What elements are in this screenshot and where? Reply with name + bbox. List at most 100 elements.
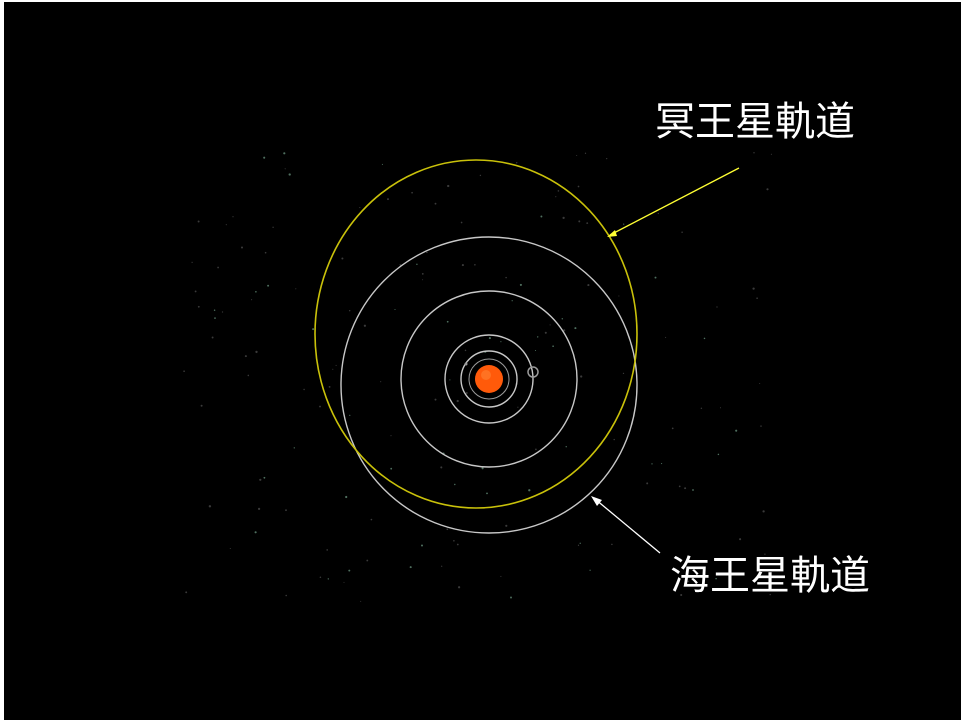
star [185,591,188,594]
star [456,399,459,403]
star [390,467,393,470]
neptune-orbit-label: 海王星軌道 [670,553,870,599]
star [762,510,765,513]
star [255,291,257,293]
star [465,392,468,394]
star [555,196,557,198]
star [232,216,234,218]
star [766,188,769,191]
star [440,466,443,469]
saturn-orbit [444,334,534,424]
star [584,152,587,154]
star [283,152,286,155]
star [557,190,560,192]
star [457,586,461,589]
pluto-arrow-line [609,167,740,236]
star [394,308,396,311]
star [312,328,315,331]
star [739,538,742,541]
star [197,220,200,223]
star [272,226,274,228]
star [421,272,424,275]
star [247,374,250,377]
star [511,300,513,302]
star [348,309,351,312]
star [285,594,288,597]
star [618,295,620,297]
pluto-arrow-head [607,230,617,237]
star [381,163,383,165]
star [500,575,502,577]
star [540,215,543,218]
star [345,495,348,499]
star [716,306,718,308]
star [562,216,565,220]
star [264,251,267,254]
star [229,547,231,550]
star [622,372,625,375]
star [194,290,197,293]
star [719,407,722,409]
star [332,368,334,370]
star [661,463,663,465]
star [646,482,649,485]
star [217,266,219,269]
star [687,580,689,583]
pluto-orbit [314,159,638,509]
star [426,251,428,254]
star [671,427,674,430]
star [370,518,373,521]
star [505,276,507,279]
star [611,543,613,546]
star [255,350,258,354]
star [416,263,418,266]
star [409,566,412,569]
star [387,198,389,201]
star [770,153,772,155]
uranus-orbit [400,290,578,468]
star [505,524,508,527]
star [454,483,456,486]
star [461,264,464,267]
star [613,438,615,441]
star [257,507,261,511]
star [327,578,329,580]
star [254,531,257,534]
star [288,173,291,176]
star [263,156,266,159]
star [359,207,361,209]
star [606,158,608,160]
star [486,492,488,495]
star [700,407,703,409]
star [363,324,367,327]
star [446,528,449,531]
star [284,168,286,170]
sun-highlight [481,370,491,380]
star [360,600,362,602]
star [519,283,522,286]
star [420,544,424,547]
star [479,174,482,177]
star [579,542,581,544]
star [586,222,589,224]
star [441,565,443,567]
star [577,185,580,188]
star [715,577,717,580]
star [535,448,537,451]
star [488,337,491,340]
star-field [183,152,772,602]
star [251,299,253,301]
star [528,489,531,492]
star [760,425,762,427]
star [191,261,193,263]
star [623,223,625,225]
star [735,429,738,432]
star [717,453,720,456]
small-planet [464,362,468,366]
star [263,476,266,479]
star [517,406,519,408]
star [665,336,667,338]
star [221,311,224,313]
star [434,202,437,205]
star [481,467,484,470]
